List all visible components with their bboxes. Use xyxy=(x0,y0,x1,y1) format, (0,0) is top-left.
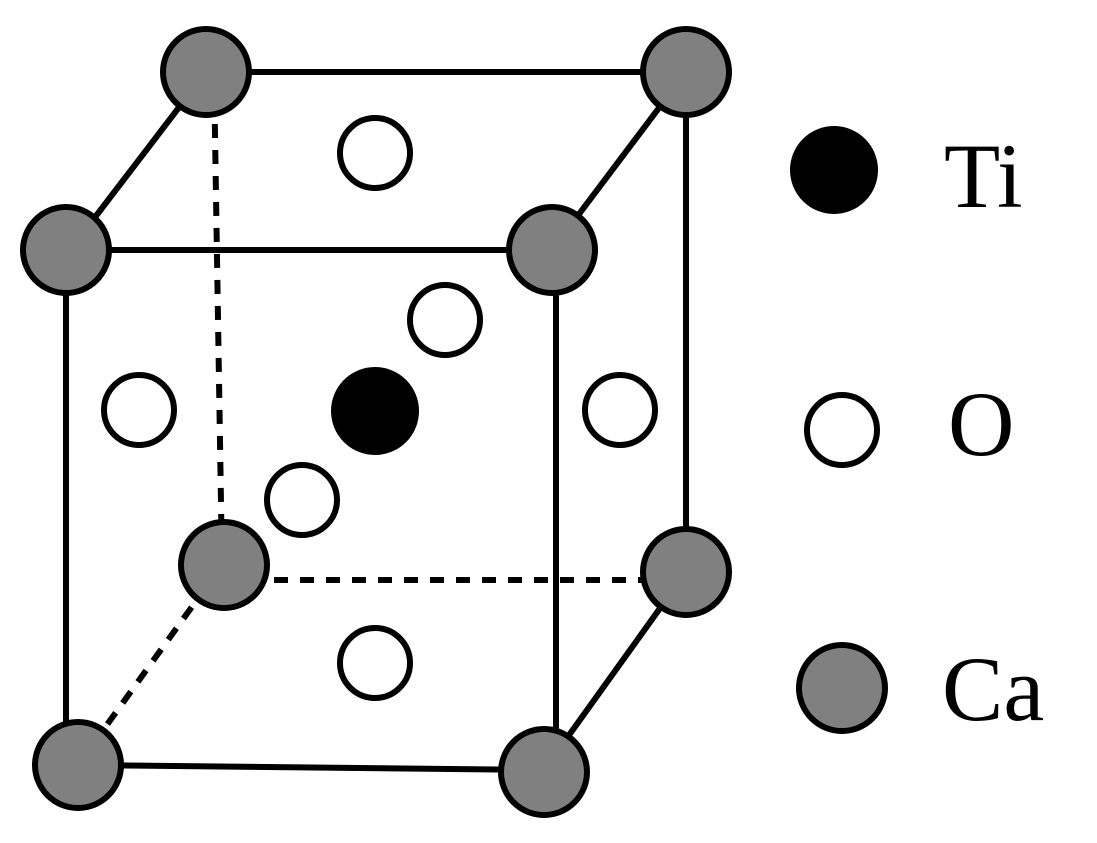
legend-item-ti: Ti xyxy=(790,125,1023,227)
legend-label-o: O xyxy=(948,373,1014,475)
o-atom-back-face xyxy=(407,282,483,358)
legend-swatch-ca xyxy=(796,642,888,734)
ca-atom-top-back-left xyxy=(160,26,252,118)
ca-atom-top-back-right xyxy=(640,26,732,118)
ti-atom-body-center xyxy=(331,367,419,455)
ca-atom-bottom-front-right xyxy=(498,726,590,818)
legend-swatch-ti xyxy=(790,126,878,214)
ca-atom-top-front-left xyxy=(20,204,112,296)
hidden-edges xyxy=(75,71,686,767)
legend-label-ti: Ti xyxy=(944,125,1023,227)
ca-atom-bottom-front-left xyxy=(32,719,124,811)
ca-atom-bottom-back-right xyxy=(640,526,732,618)
legend-swatch-o xyxy=(804,392,880,468)
ca-atom-top-front-right xyxy=(506,204,598,296)
legend-item-o: O xyxy=(804,373,1014,475)
o-atom-bottom-face xyxy=(337,625,413,701)
o-atom-right-face xyxy=(582,372,658,448)
hidden-edge-back-left-vertical xyxy=(211,71,225,566)
legend: Ti O Ca xyxy=(790,125,1044,740)
legend-item-ca: Ca xyxy=(796,638,1044,740)
ca-atom-bottom-back-left xyxy=(178,519,270,611)
o-atom-left-face xyxy=(101,372,177,448)
o-atom-front-face xyxy=(264,462,340,538)
edge-bottom-front xyxy=(75,762,547,773)
oxygen-atoms xyxy=(101,115,658,701)
calcium-atoms xyxy=(20,26,732,818)
o-atom-top-face xyxy=(337,115,413,191)
legend-label-ca: Ca xyxy=(942,638,1044,740)
